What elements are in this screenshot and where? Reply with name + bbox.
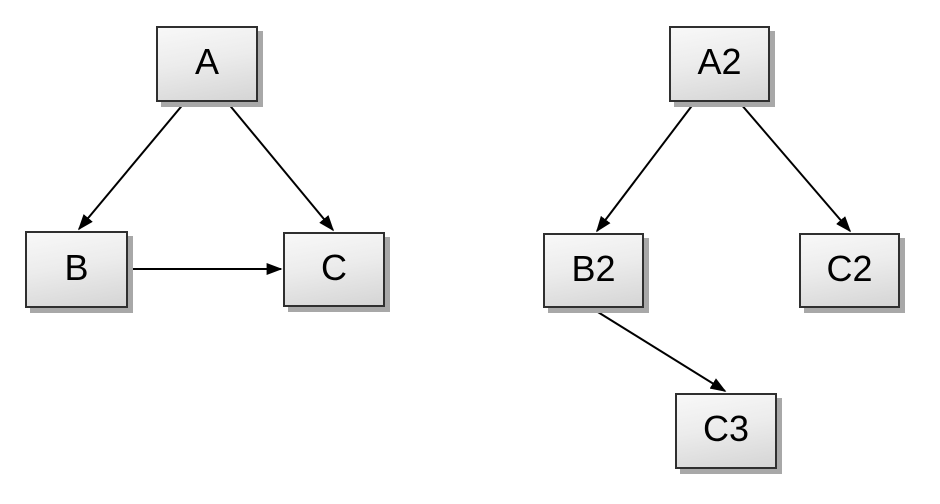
edge-A-C[interactable] — [226, 101, 335, 232]
node-B[interactable]: B — [25, 231, 128, 308]
node-B2[interactable]: B2 — [543, 233, 644, 308]
edge-A-B[interactable] — [77, 101, 186, 231]
node-label: A — [194, 41, 219, 82]
edge-A2-C2[interactable] — [739, 102, 852, 233]
edge-A2-B2[interactable] — [596, 102, 695, 233]
node-label: A2 — [697, 41, 742, 82]
node-C[interactable]: C — [283, 232, 385, 307]
node-C2[interactable]: C2 — [799, 233, 900, 308]
node-label: B — [64, 246, 89, 288]
node-label: C3 — [702, 408, 750, 449]
node-A[interactable]: A — [156, 26, 258, 102]
node-A2[interactable]: A2 — [669, 26, 770, 102]
node-label: C2 — [826, 247, 873, 289]
node-label: B2 — [571, 247, 616, 289]
node-C3[interactable]: C3 — [675, 393, 777, 469]
node-label: C — [321, 246, 347, 288]
edge-B2-C3[interactable] — [592, 308, 727, 392]
